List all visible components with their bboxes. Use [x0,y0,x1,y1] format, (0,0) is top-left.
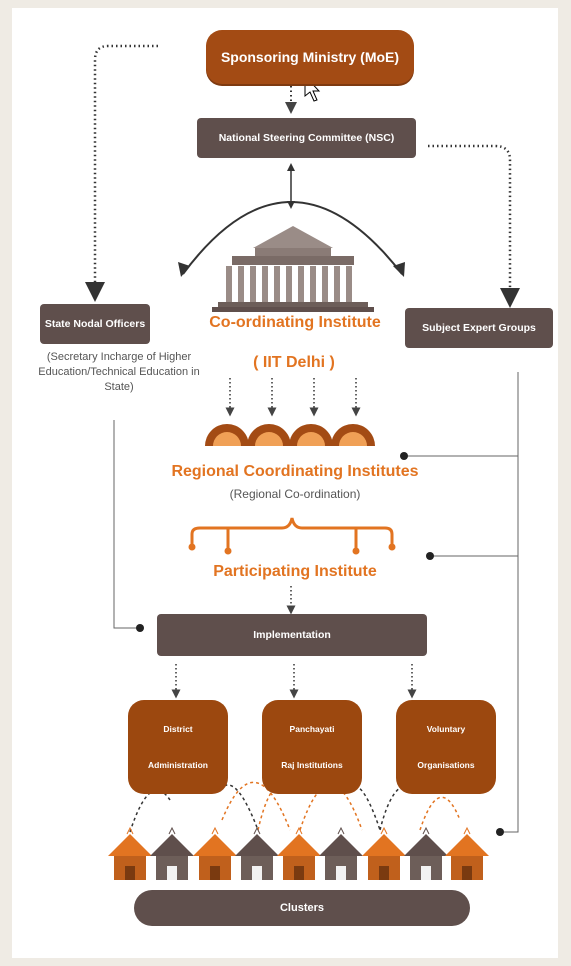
hut-door [294,866,304,880]
left-line [113,420,140,629]
hut-door [125,866,135,880]
dotted-connector-nsc-experts [428,144,520,308]
hut-roof [235,834,279,856]
state-nodal-note: (Secretary Incharge of Higher Education/… [38,351,200,393]
subject-expert-box: Subject Expert Groups [405,308,553,348]
hut-roof [404,834,448,856]
tile-line: Administration [148,760,208,770]
ministry-box: Sponsoring Ministry (MoE) [206,30,414,84]
dotted-connector-ministry-state [85,44,158,302]
tile-line: District [163,724,193,734]
hut-roof [193,834,237,856]
diagram-frame [12,8,558,958]
nsc-box: National Steering Committee (NSC) [197,118,416,158]
hut-door [336,866,346,880]
hut-roof [445,834,489,856]
clusters-box: Clusters [134,890,470,926]
tile-line: Voluntary [426,724,466,734]
right-bus-line [500,372,519,833]
implementation-box: Implementation [157,614,427,656]
tile-district: District Administration [128,700,228,794]
regional-sub: (Regional Co-ordination) [229,487,361,501]
participating-title: Participating Institute [213,563,377,580]
tile-voluntary: Voluntary Organisations [396,700,496,794]
regional-title: Regional Coordinating Institutes [171,463,419,480]
tile-line: Raj Institutions [281,760,343,770]
tile-line: Organisations [417,760,475,770]
hut-roof [319,834,363,856]
coordinating-sub: ( IIT Delhi ) [253,354,335,371]
state-nodal-box: State Nodal Officers [40,304,150,344]
hut-roof [277,834,321,856]
brace-connector [190,517,394,548]
hut-door [421,866,431,880]
arc-connector [182,201,403,275]
hut-door [252,866,262,880]
hut-door [167,866,177,880]
tile-panchayati: Panchayati Raj Institutions [262,700,362,794]
hut-door [462,866,472,880]
hut-roof [362,834,406,856]
hut-door [379,866,389,880]
hut-roof [108,834,152,856]
hut-door [210,866,220,880]
coordinating-title: Co-ordinating Institute [209,314,381,331]
hut-roof [150,834,194,856]
semicircle-icon [205,424,375,446]
tile-line: Panchayati [289,724,335,734]
